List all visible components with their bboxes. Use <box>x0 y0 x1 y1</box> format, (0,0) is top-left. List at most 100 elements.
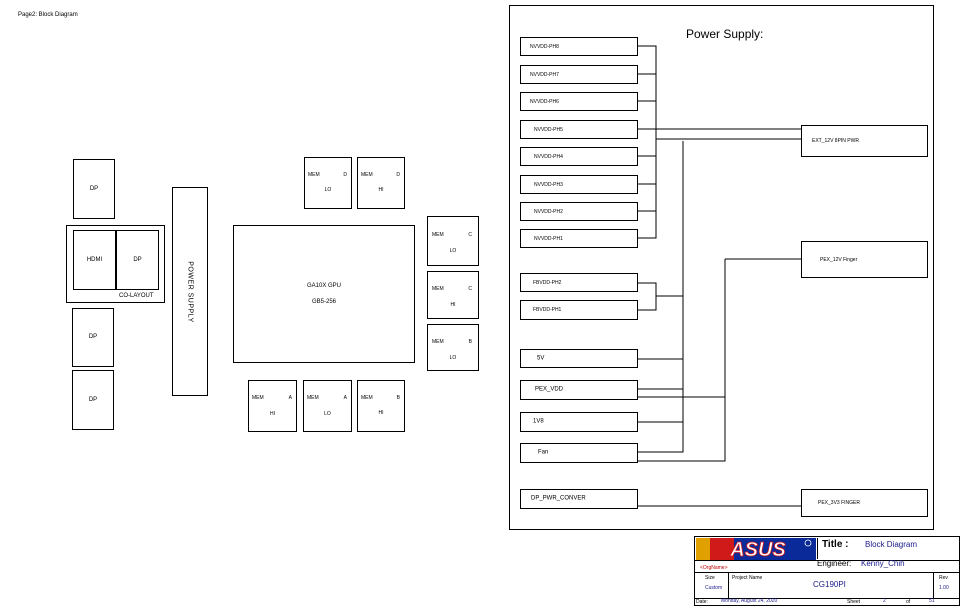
mem-channel: C <box>468 286 472 292</box>
nvvdd-label: NVVDD-PH8 <box>530 43 559 50</box>
mem-position: HI <box>378 187 384 193</box>
sheet-label: Sheet <box>847 599 861 605</box>
size-label: Size <box>705 575 715 581</box>
power-supply-title: Power Supply: <box>686 27 764 41</box>
mem-position: LO <box>449 355 457 361</box>
rail-1v8-block: 1V8 <box>520 412 638 432</box>
dp-pwr-conver-block: DP_PWR_CONVER <box>520 489 638 509</box>
rev-value: 1.00 <box>939 585 949 591</box>
rail-label: 1V8 <box>533 418 544 425</box>
mem-label: MEM <box>307 395 319 401</box>
pex-vdd-block: PEX_VDD <box>520 380 638 400</box>
hdmi-connector: HDMI <box>73 230 116 290</box>
mem-position: HI <box>450 302 456 308</box>
fan-block: Fan <box>520 443 638 463</box>
nvvdd-label: NVVDD-PH3 <box>534 181 563 188</box>
nvvdd-ph4-block: NVVDD-PH4 <box>520 147 638 166</box>
mem-channel: A <box>288 395 292 401</box>
nvvdd-ph6-block: NVVDD-PH6 <box>520 92 638 111</box>
rail-label: DP_PWR_CONVER <box>531 495 586 502</box>
fbvdd-label: FBVDD-PH1 <box>533 307 562 313</box>
mem-position: LO <box>449 248 457 254</box>
fbvdd-ph1-block: FBVDD-PH1 <box>520 300 638 320</box>
mem-d-lo: MEM D LO <box>304 157 352 209</box>
mem-c-lo: MEM C LO <box>427 216 479 266</box>
mem-channel: D <box>396 172 400 178</box>
asus-logo: ASUS <box>696 538 816 560</box>
engineer-value: Kenny_Chih <box>861 559 905 568</box>
mem-position: LO <box>324 411 331 417</box>
ext-12v-8pin-block: EXT_12V 8PIN PWR <box>801 125 928 157</box>
rail-label: Fan <box>538 449 549 456</box>
mem-position: HI <box>378 410 384 416</box>
rail-label: 5V <box>537 355 545 361</box>
nvvdd-label: NVVDD-PH5 <box>534 126 563 133</box>
nvvdd-label: NVVDD-PH1 <box>534 235 563 242</box>
title-label: Title : <box>822 539 849 550</box>
page-title: Page2: Block Diagram <box>18 12 78 18</box>
mem-b-hi: MEM B HI <box>357 380 405 432</box>
mem-position: HI <box>270 411 275 417</box>
dp-label: DP <box>88 396 98 403</box>
co-layout-group: HDMI DP CO-LAYOUT <box>66 225 165 303</box>
input-label: PEX_12V Finger <box>820 256 858 263</box>
of-value: 51 <box>929 598 935 604</box>
gpu-block: GA10X GPU GB5-256 <box>233 225 415 363</box>
nvvdd-ph2-block: NVVDD-PH2 <box>520 202 638 221</box>
project-label: Project Name <box>732 575 763 581</box>
mem-label: MEM <box>432 339 444 345</box>
fbvdd-ph2-block: FBVDD-PH2 <box>520 273 638 292</box>
gpu-name: GA10X GPU <box>306 283 341 289</box>
mem-position: LO <box>324 187 332 193</box>
dp-label: DP <box>89 185 99 192</box>
power-supply-block: POWER SUPPLY <box>172 187 208 396</box>
input-label: EXT_12V 8PIN PWR <box>812 138 859 144</box>
dp-connector-mid: DP <box>72 308 114 367</box>
mem-label: MEM <box>308 172 320 178</box>
dp-label: DP <box>133 256 142 263</box>
nvvdd-ph8-block: NVVDD-PH8 <box>520 37 638 56</box>
mem-d-hi: MEM D HI <box>357 157 405 209</box>
date-value: Monday, August 24, 2020 <box>721 598 778 604</box>
mem-b-lo: MEM B LO <box>427 324 479 371</box>
size-value: Custom <box>705 585 723 591</box>
nvvdd-label: NVVDD-PH4 <box>534 153 563 160</box>
mem-a-hi: MEM A HI <box>248 380 297 432</box>
mem-channel: B <box>468 339 472 345</box>
dp-connector-top: DP <box>73 159 115 219</box>
nvvdd-label: NVVDD-PH2 <box>534 208 563 215</box>
mem-a-lo: MEM A LO <box>303 380 352 432</box>
dp-connector-bottom: DP <box>72 370 114 430</box>
mem-label: MEM <box>252 395 264 401</box>
mem-channel: C <box>468 232 472 238</box>
engineer-label: Engineer: <box>817 559 852 568</box>
dp-connector-colayout: DP <box>116 230 159 290</box>
mem-label: MEM <box>361 172 373 178</box>
title-block: ASUS Title : Block Diagram Engineer: Ken… <box>694 536 960 606</box>
pex-12v-finger-block: PEX_12V Finger <box>801 241 928 278</box>
gpu-memory-config: GB5-256 <box>311 299 336 305</box>
project-value: CG190PI <box>813 580 846 589</box>
mem-channel: D <box>343 172 347 178</box>
mem-channel: A <box>343 395 347 401</box>
pex-3v3-finger-block: PEX_3V3 FINGER <box>801 489 928 517</box>
nvvdd-ph1-block: NVVDD-PH1 <box>520 229 638 248</box>
mem-label: MEM <box>361 395 373 401</box>
fbvdd-label: FBVDD-PH2 <box>533 279 562 286</box>
nvvdd-label: NVVDD-PH6 <box>530 98 559 105</box>
org-name: <OrgName> <box>700 565 728 571</box>
sheet-value: 2 <box>883 598 886 604</box>
co-layout-label: CO-LAYOUT <box>119 293 154 299</box>
input-label: PEX_3V3 FINGER <box>818 500 860 506</box>
nvvdd-label: NVVDD-PH7 <box>530 71 559 78</box>
mem-label: MEM <box>432 286 444 292</box>
nvvdd-ph3-block: NVVDD-PH3 <box>520 175 638 194</box>
mem-c-hi: MEM C HI <box>427 271 479 319</box>
rail-5v-block: 5V <box>520 349 638 368</box>
of-label: of <box>906 599 911 605</box>
rail-label: PEX_VDD <box>535 386 564 393</box>
date-label: Date: <box>696 599 708 605</box>
rev-label: Rev <box>939 575 948 581</box>
hdmi-label: HDMI <box>86 256 103 263</box>
